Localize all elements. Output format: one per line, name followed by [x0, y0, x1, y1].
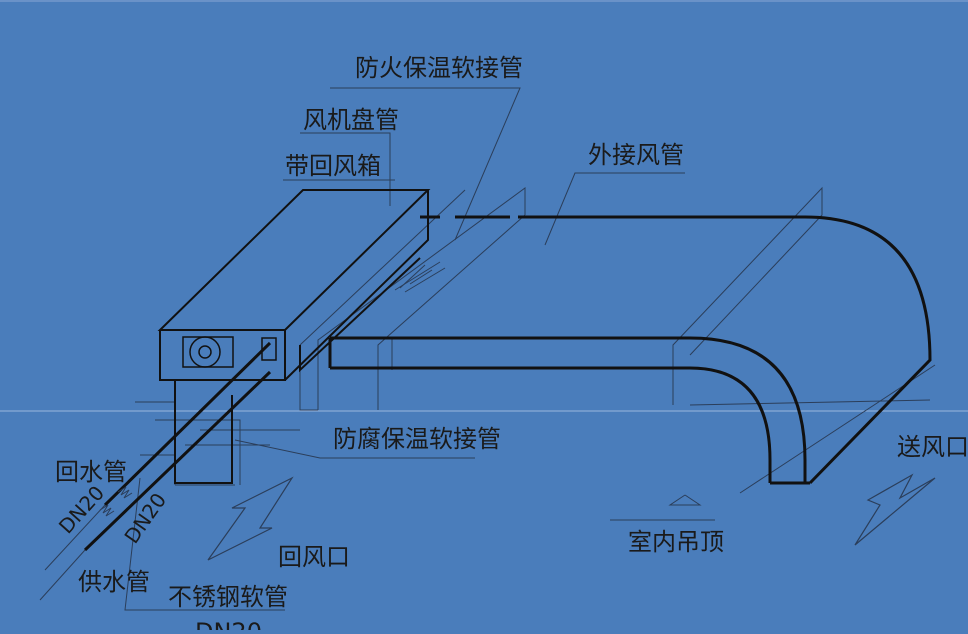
- return-air-arrow-icon: [207, 476, 294, 561]
- construction-lines: [135, 186, 936, 494]
- label-fan-coil: 风机盘管: [303, 106, 399, 134]
- supply-duct: [328, 215, 932, 485]
- label-return-pipe: 回水管: [55, 458, 127, 486]
- label-supply-pipe: 供水管: [78, 568, 150, 596]
- label-return-air: 回风口: [278, 543, 350, 571]
- diagram-labels: 防火保温软接管 风机盘管 带回风箱 外接风管 防腐保温软接管 回水管 供水管 不…: [55, 54, 968, 634]
- supply-air-arrow-icon: [854, 473, 936, 546]
- pipe-extensions: [39, 486, 133, 601]
- label-external-duct: 外接风管: [588, 141, 684, 169]
- label-dn20-bottom: DN20: [195, 618, 262, 630]
- label-steel-hose: 不锈钢软管: [168, 583, 288, 611]
- label-anticorrosion-flex: 防腐保温软接管: [333, 425, 501, 453]
- rotated-labels: DN20 DN20: [54, 481, 171, 548]
- leader-lines: [124, 87, 715, 611]
- fan-coil-unit: [157, 189, 431, 381]
- label-fire-flex: 防火保温软接管: [355, 54, 523, 82]
- label-return-box: 带回风箱: [285, 152, 381, 180]
- label-ceiling: 室内吊顶: [628, 528, 724, 556]
- return-air-box: [174, 380, 233, 484]
- label-supply-air: 送风口: [897, 433, 968, 461]
- water-pipes: [83, 341, 272, 552]
- label-dn20-supply: DN20: [119, 488, 171, 547]
